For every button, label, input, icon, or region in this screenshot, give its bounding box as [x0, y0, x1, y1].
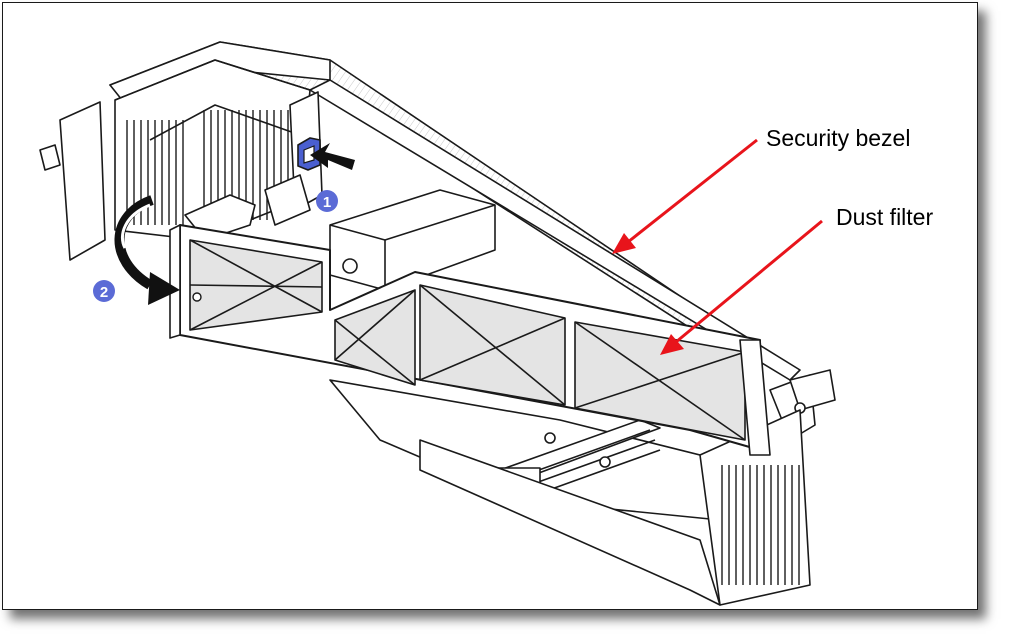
dust-filter-callout-arrow: [660, 219, 823, 355]
security-bezel: [169, 224, 771, 456]
dust-filter-label: Dust filter: [836, 204, 934, 230]
security-bezel-label: Security bezel: [766, 125, 911, 151]
step-2-number: 2: [100, 284, 108, 301]
step-1-badge: 1: [316, 190, 338, 212]
release-latch: [297, 137, 321, 171]
push-latch-arrow: [310, 143, 355, 170]
step-2-badge: 2: [93, 280, 115, 302]
security-bezel-callout-arrow: [612, 138, 758, 254]
step-1-number: 1: [323, 194, 331, 211]
rotate-bezel-arrow: [114, 195, 180, 305]
